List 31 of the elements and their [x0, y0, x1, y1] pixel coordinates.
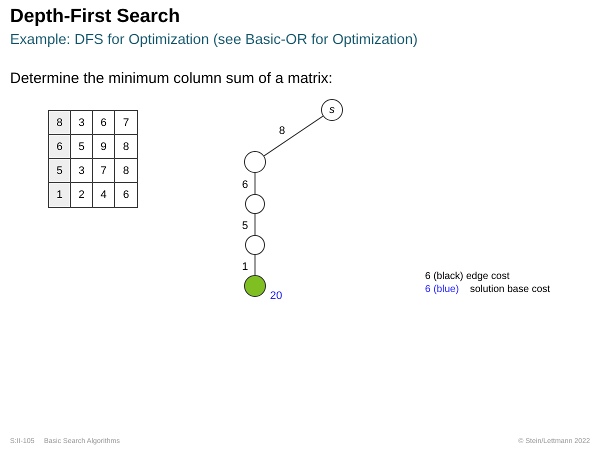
matrix-cell: 7: [93, 159, 115, 183]
slide-title: Depth-First Search: [10, 6, 180, 28]
tree-node: [244, 275, 266, 297]
tree-node: [245, 194, 265, 214]
matrix-cell: 3: [71, 111, 93, 135]
matrix-cell: 6: [93, 111, 115, 135]
matrix-cell: 5: [49, 159, 71, 183]
tree-edge: [254, 214, 256, 236]
edge-label: 8: [279, 125, 286, 137]
tree-edge: [264, 116, 324, 156]
edge-label: 6: [242, 179, 248, 191]
legend-text: solution base cost: [470, 284, 550, 295]
tree-edge: [254, 172, 256, 194]
matrix-cell: 8: [49, 111, 71, 135]
subtitle: Example: DFS for Optimization (see Basic-OR for Optimization): [10, 32, 418, 48]
cost-value: 20: [270, 290, 282, 302]
matrix-cell: 5: [71, 135, 93, 159]
matrix-cell: 3: [71, 159, 93, 183]
tree-edge: [254, 254, 256, 276]
edge-label: 5: [242, 220, 248, 232]
matrix-cell: 9: [93, 135, 115, 159]
node-label: s: [329, 104, 335, 116]
legend-text: 6 (black) edge cost: [425, 271, 510, 282]
matrix-cell: 6: [49, 135, 71, 159]
tree-node: [245, 235, 265, 255]
matrix-cell: 1: [49, 183, 71, 207]
start-node: [321, 99, 343, 121]
task-text: Determine the minimum column sum of a matrix:: [10, 70, 333, 87]
edge-label: 1: [242, 261, 248, 273]
legend-text: 6 (blue): [425, 284, 459, 295]
tree-node: [244, 151, 266, 173]
